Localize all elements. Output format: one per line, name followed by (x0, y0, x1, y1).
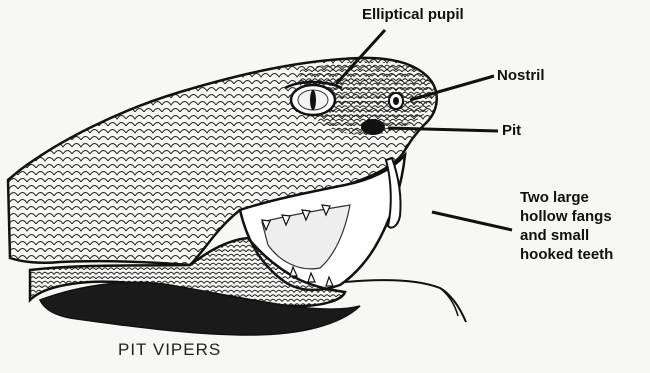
fangs-leader-line (432, 212, 512, 230)
nostril-label: Nostril (497, 66, 545, 85)
fangs-label-line-4: hooked teeth (520, 245, 650, 264)
pit (361, 119, 385, 135)
elliptical-pupil (310, 90, 316, 110)
nostril-hole (393, 97, 399, 105)
fangs-label-line-3: and small (520, 226, 650, 245)
fangs-label-line-2: hollow fangs (520, 207, 650, 226)
tongue (345, 280, 466, 322)
figure-caption: PIT VIPERS (118, 340, 221, 360)
fangs-label-line-1: Two large (520, 188, 650, 207)
pit-label: Pit (502, 121, 521, 140)
fangs-label: Two large hollow fangs and small hooked … (520, 188, 650, 264)
elliptical-pupil-label: Elliptical pupil (362, 5, 464, 24)
